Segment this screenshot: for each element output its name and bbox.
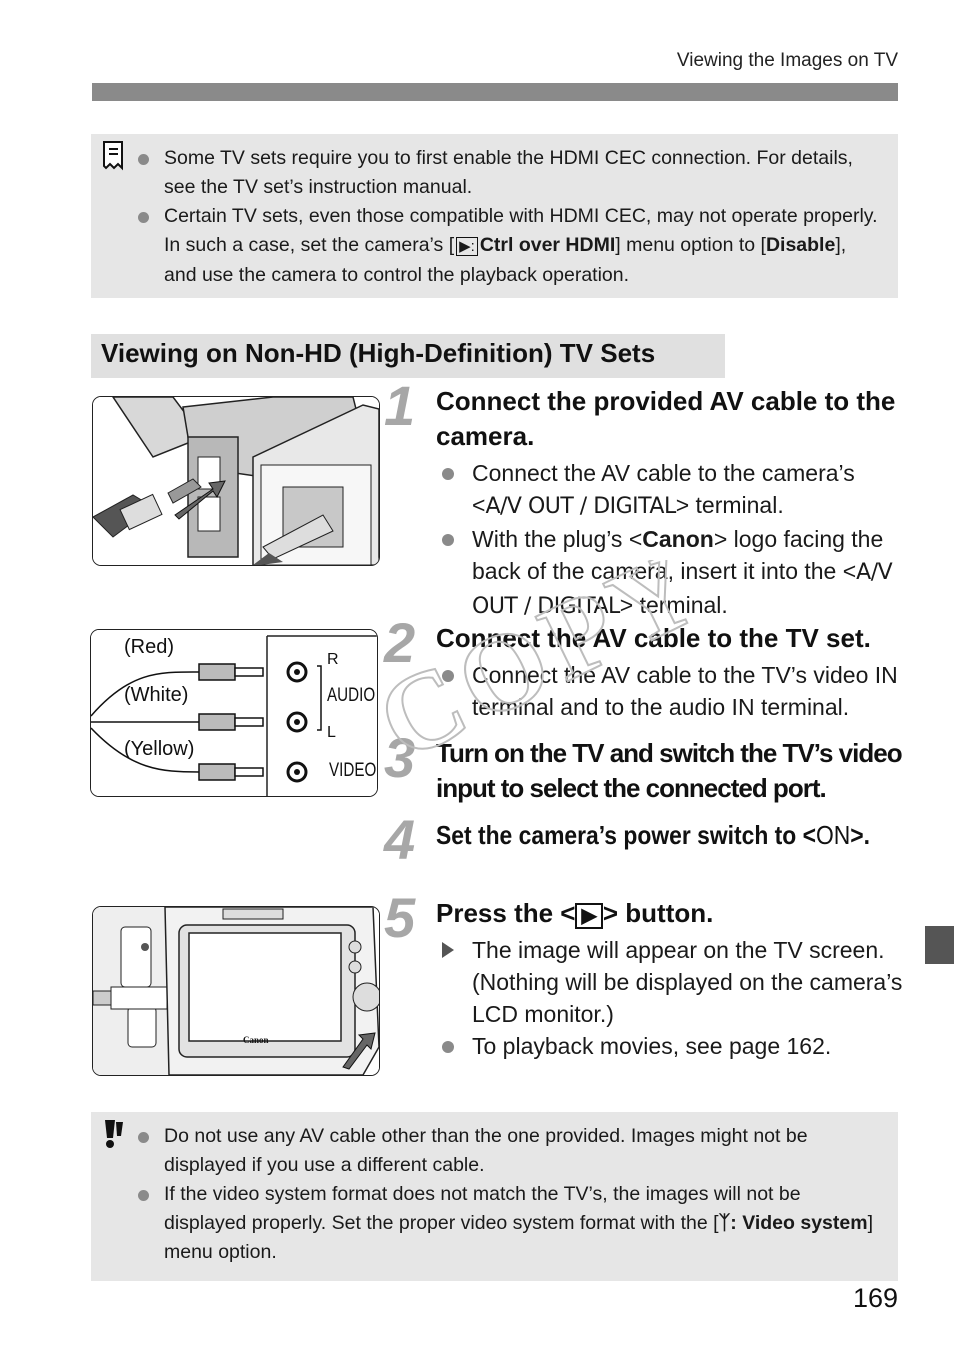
step-title: Press the <▶> button. [436, 898, 714, 929]
power-on-label: ON [815, 820, 851, 850]
header-rule [92, 83, 898, 101]
step-items: Connect the AV cable to the camera’s <A/… [436, 457, 904, 623]
step-number: 1 [384, 374, 416, 437]
port-label-l: L [327, 724, 336, 741]
step-items: The image will appear on the TV screen. … [436, 934, 904, 1062]
caution-box: Do not use any AV cable other than the o… [91, 1112, 898, 1281]
cable-label-white: (White) [124, 684, 189, 706]
av-out-digital-terminal: A/V OUT / DIGITAL [472, 560, 893, 619]
memo-list: Some TV sets require you to first enable… [136, 144, 884, 290]
step-item: To playback movies, see page 162. [436, 1030, 904, 1062]
step-title: Connect the provided AV cable to the cam… [436, 386, 896, 451]
cable-label-red: (Red) [124, 636, 175, 658]
section-heading: Viewing on Non-HD (High-Definition) TV S… [91, 334, 725, 378]
camera-back-illustration: Canon [92, 906, 380, 1076]
step-number: 2 [384, 611, 416, 674]
memo-item: Certain TV sets, even those compatible w… [136, 202, 884, 290]
step-number: 3 [384, 726, 416, 789]
port-label-r: R [327, 651, 339, 668]
step-item: With the plug’s <Canon> logo facing the … [436, 523, 904, 623]
step-item: Connect the AV cable to the TV’s video I… [436, 659, 904, 723]
step-title: Turn on the TV and switch the TV’s video… [436, 738, 903, 803]
cable-label-yellow: (Yellow) [124, 738, 195, 760]
step-title: Connect the AV cable to the TV set. [436, 623, 871, 653]
step-result: The image will appear on the TV screen. … [436, 934, 904, 1030]
step-items: Connect the AV cable to the TV’s video I… [436, 659, 904, 723]
chapter-tab [925, 926, 954, 964]
camera-brand-label: Canon [243, 1035, 269, 1045]
step-number: 4 [384, 808, 416, 871]
caution-list: Do not use any AV cable other than the o… [136, 1122, 884, 1267]
running-header: Viewing the Images on TV [676, 50, 898, 71]
page-number: 169 [852, 1283, 898, 1313]
port-label-video: VIDEO [329, 760, 377, 781]
caution-item: If the video system format does not matc… [136, 1180, 884, 1267]
step-number: 5 [384, 886, 416, 949]
step-5: 5 Press the <▶> button. The image will a… [384, 890, 904, 1062]
caution-item: Do not use any AV cable other than the o… [136, 1122, 884, 1180]
av-out-digital-terminal: A/V OUT / DIGITAL [485, 494, 676, 519]
memo-box: Some TV sets require you to first enable… [91, 134, 898, 298]
step-title: Set the camera’s power switch to <ON>. [436, 820, 871, 850]
playback-menu-icon: ▶: [456, 237, 478, 256]
step-2: 2 Connect the AV cable to the TV set. Co… [384, 615, 904, 723]
port-label-audio: AUDIO [327, 685, 376, 706]
step-4: 4 Set the camera’s power switch to <ON>. [384, 812, 904, 868]
memo-item: Some TV sets require you to first enable… [136, 144, 884, 202]
setup-menu-icon: ᛉ: [718, 1212, 737, 1234]
step-1: 1 Connect the provided AV cable to the c… [384, 378, 904, 623]
step-item: Connect the AV cable to the camera’s <A/… [436, 457, 904, 523]
memo-icon [101, 140, 127, 172]
step-3: 3 Turn on the TV and switch the TV’s vid… [384, 730, 904, 806]
caution-icon [101, 1118, 127, 1150]
camera-side-illustration [92, 396, 380, 566]
playback-button-icon: ▶ [575, 903, 603, 929]
tv-terminals-illustration: (Red) (White) (Yellow) R AUDIO L VIDEO [90, 629, 378, 797]
